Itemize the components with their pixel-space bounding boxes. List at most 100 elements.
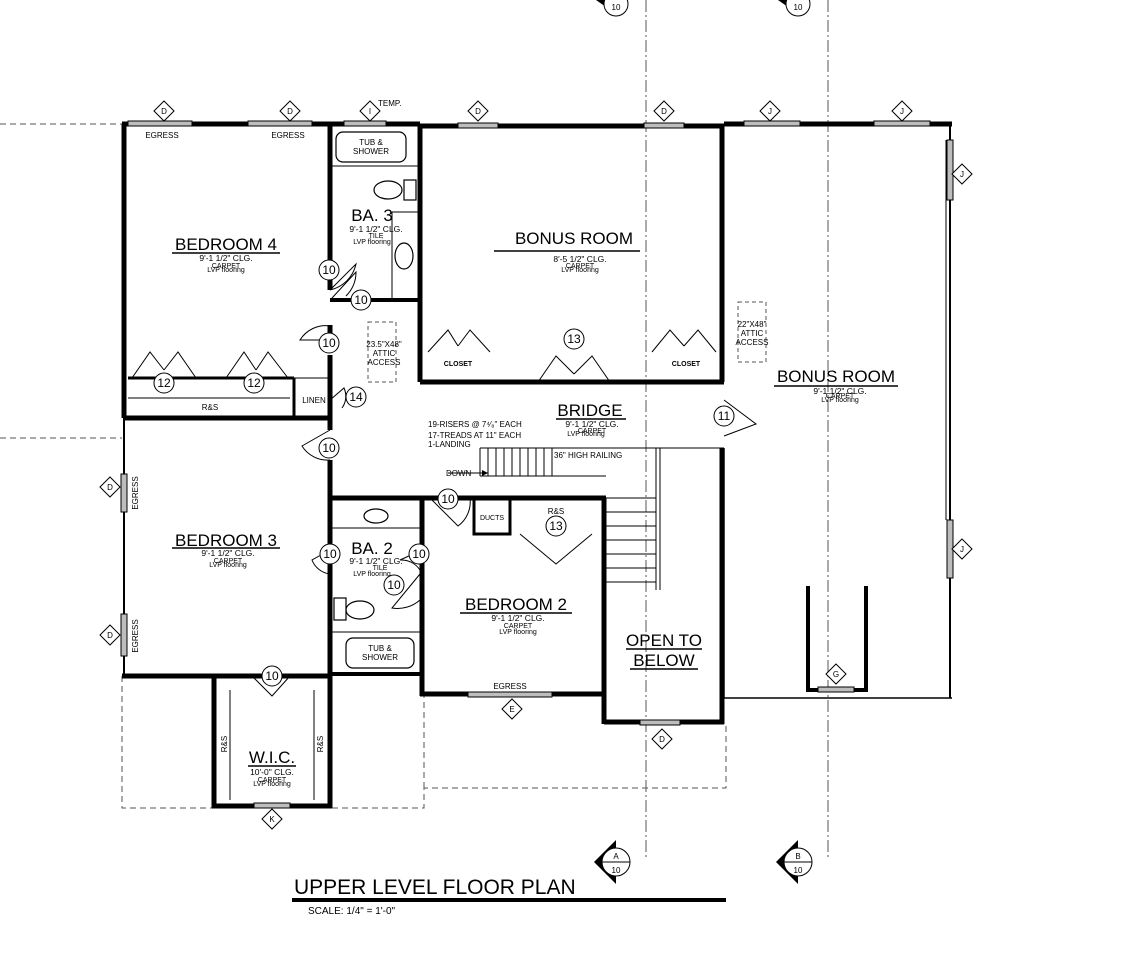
section-marker-b-top: 10 xyxy=(778,0,811,17)
section-sheet-number: 10 xyxy=(794,3,803,12)
bedroom3-finish2: LVP flooring xyxy=(209,562,247,569)
ba3-finish2: LVP flooring xyxy=(353,239,391,246)
door-tag-11: 11 xyxy=(718,409,731,423)
egress-label: EGRESS xyxy=(493,682,526,691)
annotation-labels: EGRESS EGRESS EGRESS EGRESS EGRESS TEMP.… xyxy=(131,99,768,752)
window-tag-d: D xyxy=(107,631,113,640)
rs-label: R&S xyxy=(316,736,325,752)
section-marker-b: B 10 xyxy=(776,840,813,884)
ba2-name: BA. 2 xyxy=(351,539,393,558)
attic-word-1: ATTIC xyxy=(373,349,396,358)
door-tag-10: 10 xyxy=(441,492,455,506)
toilet-ba2 xyxy=(345,600,375,620)
bonus2-name: BONUS ROOM xyxy=(777,367,895,386)
ba3-finish: TILE xyxy=(369,233,384,240)
door-tag-13: 13 xyxy=(549,519,563,533)
window-tag-k: K xyxy=(269,815,275,824)
bedroom2-name: BEDROOM 2 xyxy=(465,595,567,614)
room-labels: BEDROOM 4 9'-1 1/2" CLG. CARPET LVP floo… xyxy=(172,206,898,788)
tub-label-2: SHOWER xyxy=(353,147,389,156)
door-tag-10: 10 xyxy=(265,669,279,683)
closet-label: CLOSET xyxy=(672,361,701,368)
door-tag-numbers: 10 10 10 14 10 10 10 10 10 10 12 12 13 1… xyxy=(157,263,730,683)
linen-label: LINEN xyxy=(302,396,326,405)
window-tag-j: J xyxy=(960,545,964,554)
section-marker-a: A 10 xyxy=(594,840,631,884)
bridge-name: BRIDGE xyxy=(557,401,622,420)
tub-ba3 xyxy=(335,131,407,163)
bonus2-finish: CARPET xyxy=(826,393,855,400)
attic-word-2: ATTIC xyxy=(741,329,764,338)
plan-title: UPPER LEVEL FLOOR PLAN SCALE: 1/4" = 1'-… xyxy=(292,876,726,917)
window-tag-d: D xyxy=(659,735,665,744)
attic-access-word-2: ACCESS xyxy=(736,338,769,347)
bedroom2-ceiling: 9'-1 1/2" CLG. xyxy=(491,613,544,623)
fixtures xyxy=(333,131,767,669)
section-marker-a-top: 10 xyxy=(596,0,629,17)
section-sheet-number: 10 xyxy=(612,3,621,12)
bedroom2-finish: CARPET xyxy=(504,623,533,630)
window-tag-e: E xyxy=(509,705,514,714)
ducts-label: DUCTS xyxy=(480,515,504,522)
bedroom4-ceiling: 9'-1 1/2" CLG. xyxy=(199,253,252,263)
open-to-below-2: BELOW xyxy=(633,651,694,670)
bedroom3-name: BEDROOM 3 xyxy=(175,531,277,550)
sink-ba3 xyxy=(394,242,414,270)
rs-label: R&S xyxy=(548,507,564,516)
ba3-name: BA. 3 xyxy=(351,206,393,225)
tub-label-1: TUB & xyxy=(368,644,392,653)
railing-label: 36" HIGH RAILING xyxy=(554,451,622,460)
window-tag-j: J xyxy=(768,107,772,116)
bonus2-finish2: LVP flooring xyxy=(821,397,859,404)
bedroom4-finish2: LVP flooring xyxy=(207,267,245,274)
section-lines xyxy=(0,0,829,860)
door-tag-14: 14 xyxy=(349,390,363,404)
plan-scale: SCALE: 1/4" = 1'-0" xyxy=(308,906,396,917)
bonus1-ceiling: 8'-5 1/2" CLG. xyxy=(553,254,606,264)
window-tag-i: I xyxy=(369,107,371,116)
window-tag-j: J xyxy=(900,107,904,116)
window-tags xyxy=(99,100,973,830)
ba2-finish2: LVP flooring xyxy=(353,571,391,578)
bridge-finish: CARPET xyxy=(578,428,607,435)
rs-label: R&S xyxy=(202,403,218,412)
window-tag-d: D xyxy=(161,107,167,116)
bedroom3-ceiling: 9'-1 1/2" CLG. xyxy=(201,548,254,558)
wic-ceiling: 10'-0" CLG. xyxy=(250,767,294,777)
door-tag-13: 13 xyxy=(567,332,581,346)
attic-access-1 xyxy=(367,321,397,383)
down-label: DOWN xyxy=(446,469,472,478)
stair-landing-label: 1-LANDING xyxy=(428,440,471,449)
door-tag-10: 10 xyxy=(322,441,336,455)
wic-finish2: LVP flooring xyxy=(253,781,291,788)
sink-ba2 xyxy=(363,508,389,524)
attic-size-2: 22"X48" xyxy=(738,320,767,329)
tub-ba2 xyxy=(345,637,415,669)
section-sheet-number: 10 xyxy=(612,866,621,875)
bridge-ceiling: 9'-1 1/2" CLG. xyxy=(565,419,618,429)
door-tag-10: 10 xyxy=(323,547,337,561)
open-to-below-1: OPEN TO xyxy=(626,631,702,650)
door-tag-10: 10 xyxy=(322,263,336,277)
egress-label: EGRESS xyxy=(145,131,178,140)
attic-access-word-1: ACCESS xyxy=(368,358,401,367)
wic-finish: CARPET xyxy=(258,777,287,784)
ba2-finish: TILE xyxy=(373,565,388,572)
stair-treads-label: 17-TREADS AT 11" EACH xyxy=(428,431,521,440)
window-tag-g: G xyxy=(833,670,839,679)
rs-label: R&S xyxy=(220,736,229,752)
bedroom4-finish: CARPET xyxy=(212,263,241,270)
window-tag-d: D xyxy=(287,107,293,116)
egress-label: EGRESS xyxy=(131,619,140,652)
door-tag-10: 10 xyxy=(387,578,401,592)
attic-size-1: 23.5"X48" xyxy=(366,340,402,349)
window-tag-j: J xyxy=(960,170,964,179)
tub-label-1: TUB & xyxy=(359,138,383,147)
window-tag-letters: D D I D D J J J J D D E D K G xyxy=(107,107,964,824)
window-tag-d: D xyxy=(107,483,113,492)
door-swings xyxy=(131,262,758,697)
door-tag-10: 10 xyxy=(322,336,336,350)
door-tag-12: 12 xyxy=(247,376,261,390)
temp-label: TEMP. xyxy=(378,99,401,108)
bonus1-name: BONUS ROOM xyxy=(515,229,633,248)
